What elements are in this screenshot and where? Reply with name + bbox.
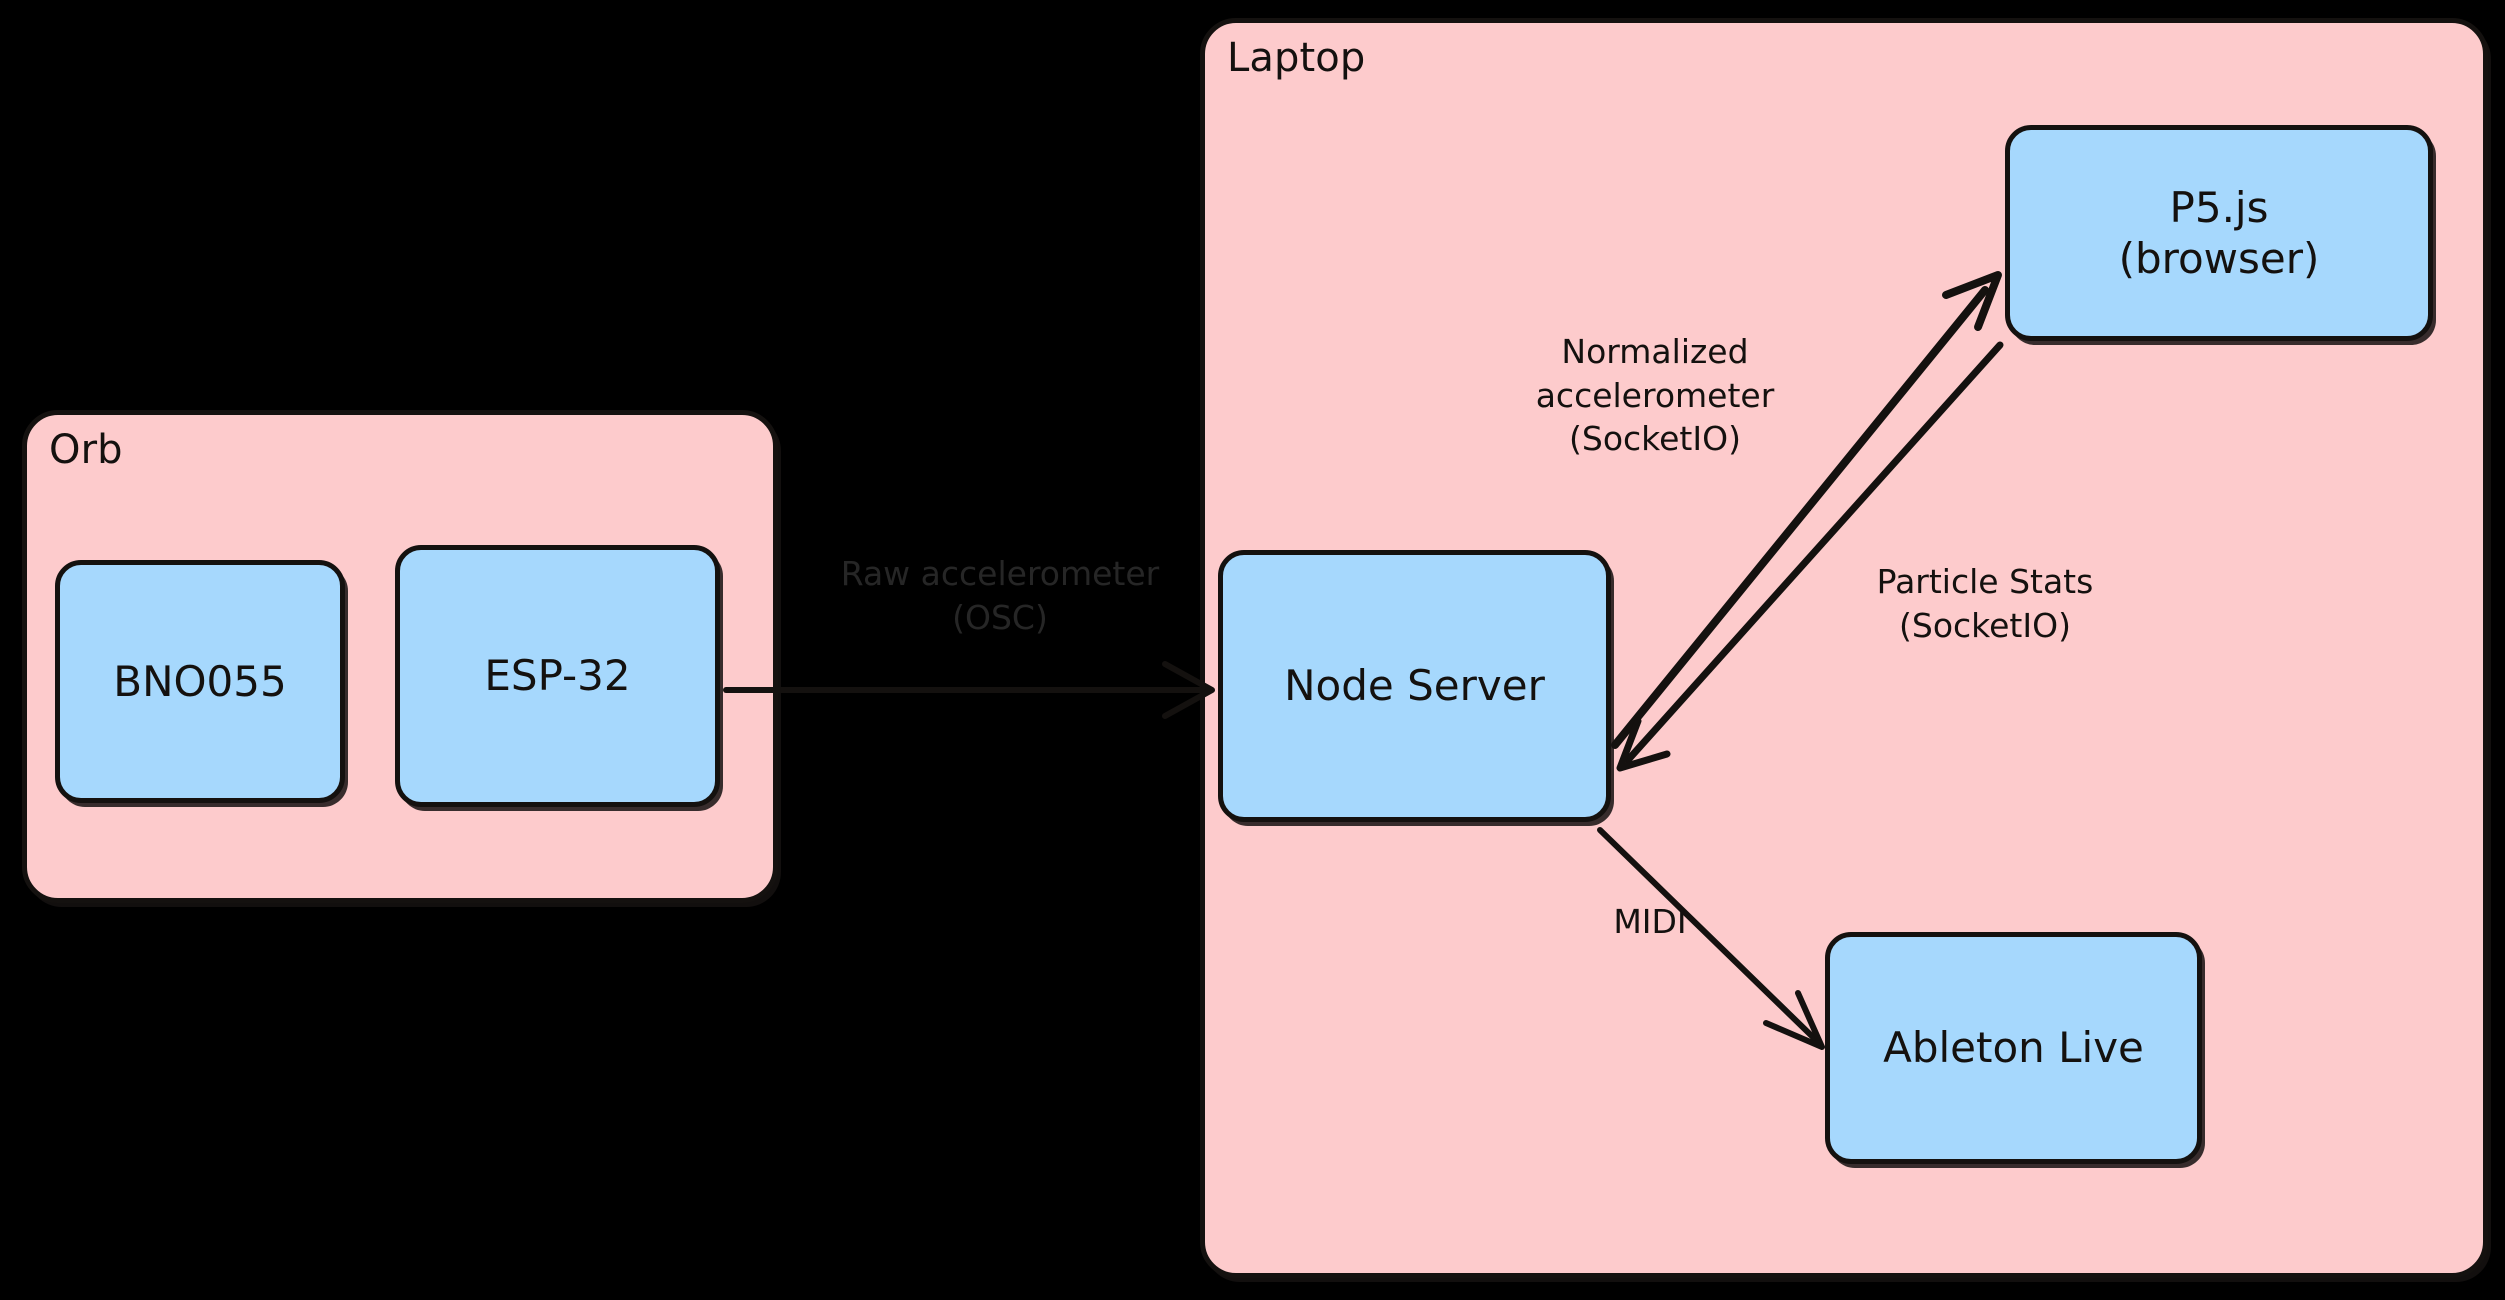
node-node-server-label: Node Server xyxy=(1284,661,1545,711)
node-esp32-label: ESP-32 xyxy=(484,651,631,701)
group-orb-label: Orb xyxy=(49,427,123,473)
node-ableton-live-label: Ableton Live xyxy=(1883,1023,2144,1073)
node-node-server[interactable]: Node Server xyxy=(1218,550,1611,822)
node-ableton-live[interactable]: Ableton Live xyxy=(1825,932,2202,1164)
arrow-esp32-to-server xyxy=(723,661,1215,719)
edge-label-raw-accelerometer: Raw accelerometer (OSC) xyxy=(840,554,1160,637)
node-p5js-browser[interactable]: P5.js (browser) xyxy=(2005,125,2433,341)
node-bno055-label: BNO055 xyxy=(113,656,287,706)
group-laptop-label: Laptop xyxy=(1227,35,1366,81)
node-p5js-browser-label: P5.js (browser) xyxy=(2118,182,2320,283)
node-bno055[interactable]: BNO055 xyxy=(55,560,345,803)
node-esp32[interactable]: ESP-32 xyxy=(395,545,720,807)
